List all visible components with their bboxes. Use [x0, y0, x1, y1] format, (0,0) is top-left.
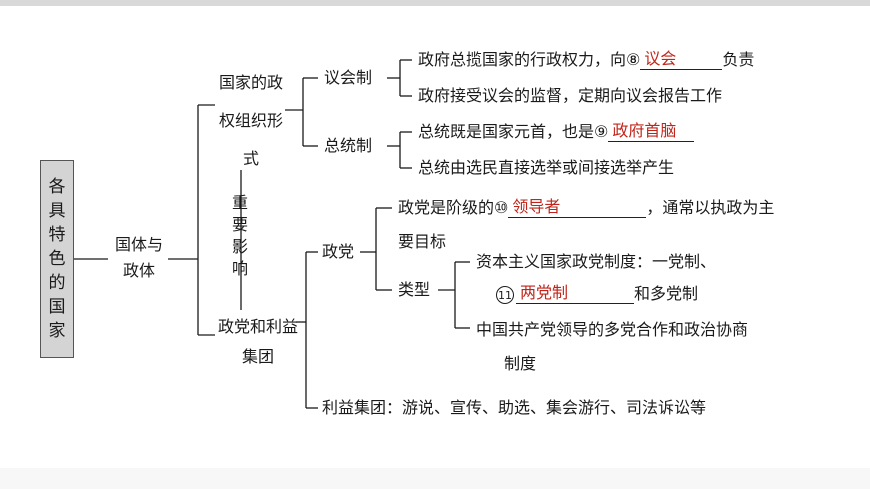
root-node: 各具特色的国家: [40, 160, 74, 358]
bottom-band: [0, 468, 870, 489]
type1-answer: 两党制: [520, 283, 569, 302]
presidential-answer: 政府首脑: [612, 121, 677, 140]
level1-node: 国体与政体: [112, 232, 166, 284]
party-answer: 领导者: [512, 197, 561, 216]
party-interest-node: 政党和利益集团: [216, 312, 300, 372]
root-label: 各具特色的国家: [48, 177, 66, 341]
presidential-label: 总统制: [324, 136, 373, 155]
presidential-line2: 总统由选民直接选举或间接选举产生: [418, 158, 675, 177]
party-label: 政党: [322, 242, 355, 261]
types-label: 类型: [398, 280, 431, 299]
org-form-label: 国家的政权组织形式: [218, 73, 283, 168]
type1-post: 和多党制: [634, 284, 699, 303]
presidential-blank: 政府首脑: [608, 121, 695, 142]
party-blank: 领导者: [508, 197, 647, 218]
type1-line2: 11 两党制 和多党制: [496, 283, 699, 304]
parliamentary-answer: 议会: [644, 49, 677, 68]
influence-label: 重要影响: [231, 193, 248, 278]
interest-groups-line: 利益集团：游说、宣传、助选、集会游行、司法诉讼等: [322, 398, 707, 417]
party-line1-cont: 要目标: [398, 232, 447, 251]
type1-blank: 两党制: [516, 283, 634, 304]
type1-line: 资本主义国家政党制度：一党制、: [476, 252, 717, 271]
level1-label: 国体与政体: [114, 235, 163, 280]
circled-number-11: 11: [496, 285, 514, 304]
party-interest-label: 政党和利益集团: [217, 317, 298, 366]
parliamentary-line1-pre: 政府总揽国家的行政权力，向⑧: [418, 50, 641, 69]
parliamentary-blank: 议会: [640, 49, 723, 70]
presidential-line1-pre: 总统既是国家元首，也是⑨: [418, 122, 609, 141]
top-bar: [0, 0, 870, 6]
parliamentary-line2: 政府接受议会的监督，定期向议会报告工作: [418, 86, 723, 105]
type2-line: 中国共产党领导的多党合作和政治协商: [476, 320, 749, 339]
parliamentary-label: 议会制: [324, 68, 373, 87]
type2-line-cont: 制度: [504, 354, 537, 373]
party-line1-post: ，通常以执政为主: [646, 198, 775, 217]
party-line1-pre: 政党是阶级的⑩: [398, 198, 509, 217]
parliamentary-line1-post: 负责: [722, 50, 755, 69]
org-form-node: 国家的政权组织形式: [218, 64, 284, 178]
influence-node: 重要影响: [226, 192, 254, 280]
